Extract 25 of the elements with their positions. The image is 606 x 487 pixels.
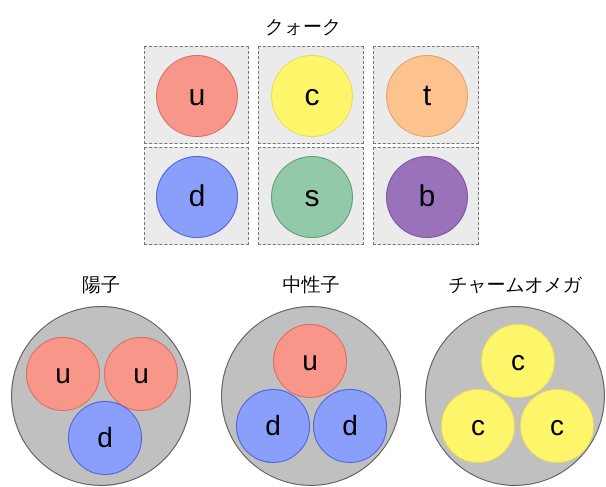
quark-circle: c <box>520 389 594 463</box>
quark-circle: u <box>156 55 238 137</box>
cell-box <box>258 147 364 245</box>
quark-circle: t <box>386 55 468 137</box>
quark-circle: u <box>104 337 178 411</box>
quark-circle: u <box>26 337 100 411</box>
particle-name: 陽子 <box>81 274 121 298</box>
cell-box <box>258 46 364 144</box>
quark-circle: d <box>313 389 387 463</box>
cell-box <box>144 147 249 245</box>
cell-box <box>373 147 479 245</box>
particle-name: チャームオメガ <box>448 274 583 298</box>
quark-circle: b <box>386 156 468 238</box>
title: クォーク <box>264 16 342 40</box>
quark-circle: u <box>273 324 347 398</box>
particle-name: 中性子 <box>282 274 340 298</box>
quark-circle: d <box>68 401 142 475</box>
quark-circle: c <box>481 324 555 398</box>
cell-box <box>144 46 249 144</box>
quark-circle: c <box>441 389 515 463</box>
quark-circle: d <box>236 389 310 463</box>
quark-circle: s <box>271 156 353 238</box>
cell-box <box>373 46 479 144</box>
quark-circle: c <box>271 55 353 137</box>
quark-circle: d <box>156 156 238 238</box>
